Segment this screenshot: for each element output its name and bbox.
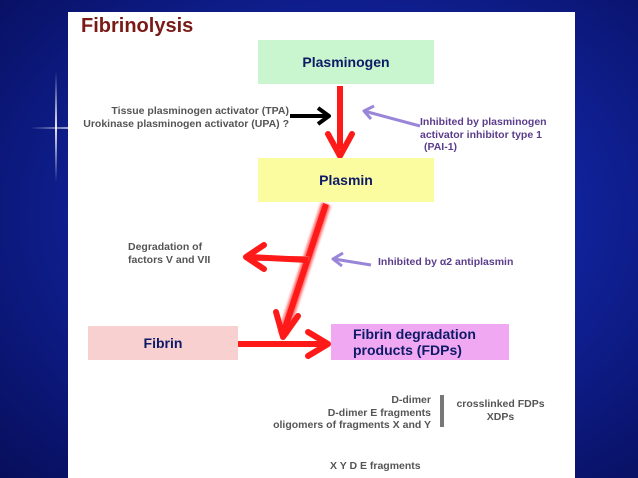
degradation-note: Degradation of factors V and VII: [128, 241, 248, 266]
activators-line1: Tissue plasminogen activator (TPA): [111, 105, 289, 117]
arrow-activators: [290, 106, 331, 126]
activators-note: Tissue plasminogen activator (TPA) Uroki…: [59, 105, 289, 130]
arrow-pai1-inhibition: [362, 104, 421, 128]
xyde-fragments-note: X Y D E fragments: [330, 460, 421, 472]
crosslinked-note: crosslinked FDPs XDPs: [448, 398, 553, 423]
fragments-note: D-dimer D-dimer E fragments oligomers of…: [228, 394, 431, 432]
arrow-degradation-factors: [243, 242, 309, 272]
fibrin-label: Fibrin: [143, 335, 183, 351]
slide: Fibrinolysis: [68, 12, 575, 478]
pai1-note: Inhibited by plasminogen activator inhib…: [420, 116, 580, 154]
plasmin-box: Plasmin: [258, 158, 434, 202]
fibrin-box: Fibrin: [88, 326, 238, 360]
degradation-line1: Degradation of: [128, 241, 203, 253]
fdp-label-line1: Fibrin degradation: [353, 326, 476, 342]
crosslinked-line2: XDPs: [486, 410, 515, 423]
pai1-line2: activator inhibitor type 1: [420, 128, 542, 141]
arrow-antiplasmin-inhibition: [331, 251, 372, 268]
crosslinked-line1: crosslinked FDPs: [456, 398, 545, 410]
fragments-line1: D-dimer: [391, 394, 431, 406]
arrow-plasminogen-to-plasmin: [325, 86, 355, 159]
plasminogen-box: Plasminogen: [258, 40, 434, 84]
bracket-bar: [440, 395, 444, 427]
arrow-plasmin-to-fibrin: [273, 202, 331, 340]
arrow-layer: [238, 86, 421, 359]
fragments-line3: oligomers of fragments X and Y: [273, 419, 431, 431]
fdp-box: Fibrin degradation products (FDPs): [331, 324, 509, 360]
lens-flare-vertical: [55, 72, 57, 182]
activators-line2: Urokinase plasminogen activator (UPA) ?: [83, 117, 289, 130]
arrow-fibrin-to-fdp: [238, 329, 331, 359]
slide-title: Fibrinolysis: [81, 15, 194, 37]
fdp-label-line2: products (FDPs): [353, 342, 462, 358]
degradation-line2: factors V and VII: [128, 253, 211, 266]
plasminogen-label: Plasminogen: [302, 54, 390, 70]
pai1-line1: Inhibited by plasminogen: [420, 116, 547, 128]
antiplasmin-note: Inhibited by α2 antiplasmin: [378, 256, 514, 268]
fragments-line2: D-dimer E fragments: [327, 406, 431, 419]
plasmin-label: Plasmin: [319, 172, 373, 188]
pai1-line3: (PAI-1): [424, 141, 458, 153]
